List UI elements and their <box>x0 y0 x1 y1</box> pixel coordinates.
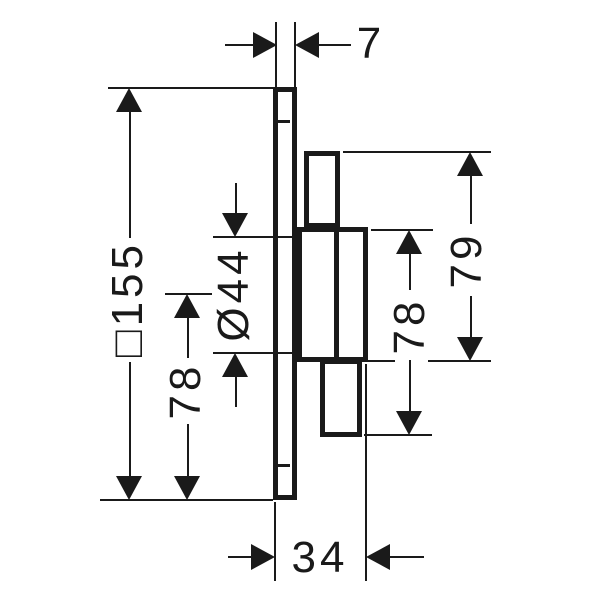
dim-arrow-44-bottom <box>222 353 248 377</box>
dim-label-left-span: 78 <box>161 362 210 420</box>
plate-outline <box>273 87 297 500</box>
dim-label-plate-thickness: 7 <box>356 19 386 68</box>
valve-body-divider <box>334 229 339 360</box>
dim-line-34-left <box>228 556 251 558</box>
dim-arrow-155-bottom <box>116 476 142 500</box>
dim-arrow-79-top <box>457 152 483 176</box>
dim-arrow-78-right-top <box>396 230 422 254</box>
handle-block-lower <box>320 359 362 437</box>
dim-arrow-78-left-top <box>174 294 200 318</box>
handle-block-upper <box>304 151 340 228</box>
ext-line-34-right <box>365 364 367 581</box>
dim-arrow-78-left-bottom <box>174 476 200 500</box>
dim-label-plate-size: □155 <box>103 241 152 357</box>
valve-body <box>297 227 368 362</box>
dim-arrow-78-right-bottom <box>396 411 422 435</box>
dim-line-78-right-upper <box>409 252 411 290</box>
dim-line-155-upper <box>129 110 131 238</box>
dim-label-right-outer-span: 79 <box>442 231 491 289</box>
dim-arrow-34-right <box>366 544 390 570</box>
ext-line-78-right-bottom <box>364 434 432 436</box>
dim-line-78-left-upper <box>187 316 189 358</box>
ext-line-34-left <box>274 502 276 581</box>
dim-label-depth: 34 <box>291 533 349 582</box>
ext-line-155-bottom <box>100 499 273 501</box>
dim-line-78-left-lower <box>187 424 189 477</box>
dim-line-79-upper <box>470 174 472 224</box>
dim-arrow-7-right <box>295 32 319 58</box>
dim-line-7-left <box>225 44 253 46</box>
ext-line-155-top <box>108 87 273 89</box>
dim-label-right-inner-span: 78 <box>385 297 434 355</box>
dim-line-79-lower <box>470 296 472 339</box>
ext-line-79-bottom-a <box>367 360 395 362</box>
dim-line-44-upper <box>235 183 237 215</box>
dim-line-155-lower <box>129 362 131 477</box>
dim-arrow-79-bottom <box>457 337 483 361</box>
dim-arrow-7-left <box>253 32 277 58</box>
dim-arrow-34-left <box>251 544 275 570</box>
dim-arrow-155-top <box>116 88 142 112</box>
dim-line-34-right <box>390 556 424 558</box>
dim-arrow-44-top <box>222 213 248 237</box>
dim-line-78-right-lower <box>409 360 411 413</box>
ext-line-79-bottom-b <box>428 360 491 362</box>
plate-edge-mark-top <box>278 120 290 123</box>
ext-line-44-top <box>213 236 298 238</box>
dim-line-7-right <box>319 44 351 46</box>
dim-label-diameter: Ø44 <box>209 246 258 342</box>
dim-line-44-lower <box>235 375 237 407</box>
ext-line-44-bottom <box>213 352 298 354</box>
plate-edge-mark-bottom <box>278 464 290 467</box>
ext-line-79-top <box>343 151 491 153</box>
